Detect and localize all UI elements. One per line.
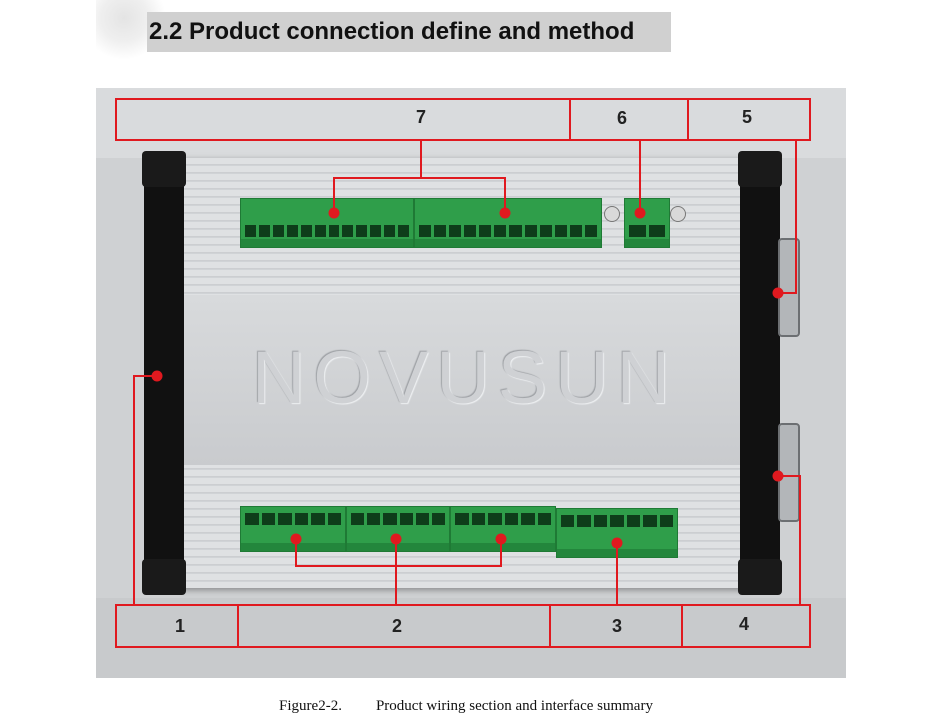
callout-dot (290, 533, 302, 545)
callout-dot (495, 533, 507, 545)
figure-caption: Figure2-2. Product wiring section and int… (0, 698, 932, 715)
callout-label-2: 2 (392, 616, 402, 636)
callout-label-1: 1 (175, 616, 185, 636)
callout-label-4: 4 (739, 614, 749, 634)
right-end-cap (738, 151, 782, 595)
caption-text: Product wiring section and interface sum… (375, 698, 653, 714)
bottom-label-frame (115, 604, 811, 648)
callout-dot (772, 287, 784, 299)
caption-number: Figure2-2. (279, 698, 342, 714)
left-end-cap (142, 151, 186, 595)
terminal-block-top-right (414, 198, 602, 248)
product-photo: NOVUSUN (96, 88, 846, 678)
callout-dot (499, 207, 511, 219)
section-heading: 2.2 Product connection define and method (147, 12, 671, 52)
terminal-block-top-left (240, 198, 414, 248)
terminal-block-bottom-3 (450, 506, 556, 552)
callout-dot (611, 537, 623, 549)
callout-dot (634, 207, 646, 219)
callout-dot (151, 370, 163, 382)
callout-label-5: 5 (742, 107, 752, 127)
front-panel: NOVUSUN (180, 295, 750, 465)
terminal-block-bottom-2 (346, 506, 450, 552)
callout-label-6: 6 (617, 108, 627, 128)
power-terminal (624, 198, 670, 248)
callout-label-7: 7 (416, 107, 426, 127)
brand-embossing: NOVUSUN (251, 336, 679, 419)
db-connector-upper (778, 238, 800, 337)
callout-dot (772, 470, 784, 482)
terminal-block-bottom-1 (240, 506, 346, 552)
callout-dot (328, 207, 340, 219)
screw-icon (604, 206, 620, 222)
section-title: 2.2 Product connection define and method (149, 18, 635, 45)
top-label-frame (115, 98, 811, 141)
callout-dot (390, 533, 402, 545)
screw-icon (670, 206, 686, 222)
callout-label-3: 3 (612, 616, 622, 636)
